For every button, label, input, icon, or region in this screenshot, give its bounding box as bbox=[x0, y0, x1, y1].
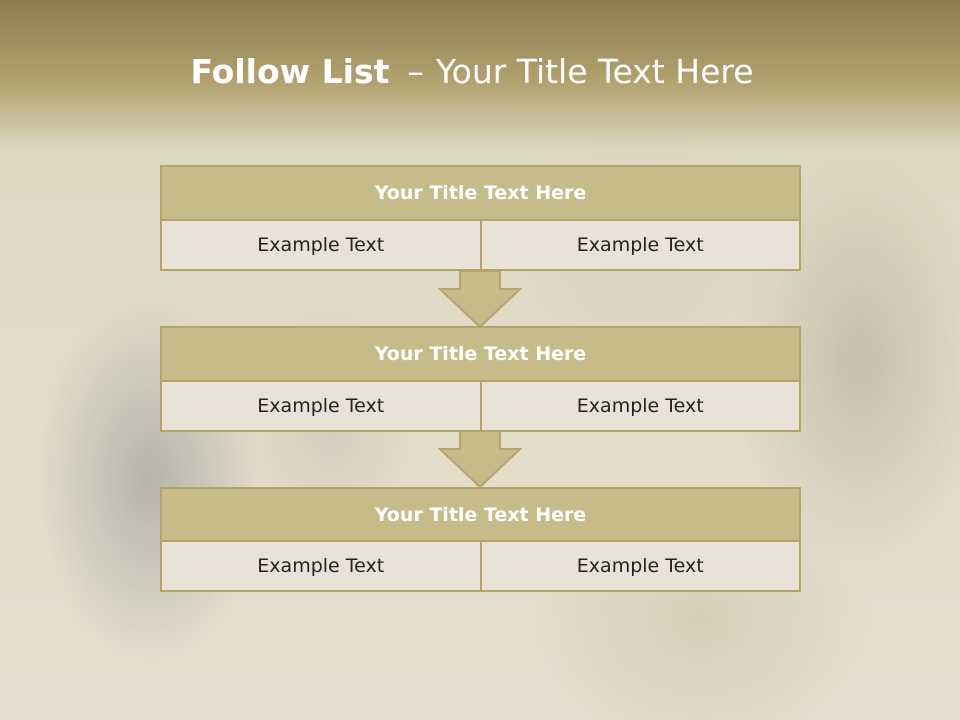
list-block-3: Your Title Text Here Example Text Exampl… bbox=[160, 487, 801, 592]
down-arrow-icon bbox=[438, 431, 522, 489]
list-block-2: Your Title Text Here Example Text Exampl… bbox=[160, 326, 801, 432]
block-cell-right: Example Text bbox=[479, 221, 800, 269]
block-row: Example Text Example Text bbox=[160, 221, 801, 271]
title-subtitle-part: Your Title Text Here bbox=[435, 52, 754, 91]
block-cell-right: Example Text bbox=[479, 542, 800, 590]
block-row: Example Text Example Text bbox=[160, 382, 801, 432]
down-arrow-icon bbox=[438, 271, 522, 329]
block-cell-left: Example Text bbox=[257, 555, 385, 577]
list-block-1: Your Title Text Here Example Text Exampl… bbox=[160, 165, 801, 271]
block-title: Your Title Text Here bbox=[160, 487, 801, 542]
block-cell-left: Example Text bbox=[257, 395, 385, 417]
block-cell-left: Example Text bbox=[257, 234, 385, 256]
block-row: Example Text Example Text bbox=[160, 542, 801, 592]
title-band bbox=[0, 0, 960, 150]
block-cell-right: Example Text bbox=[479, 382, 800, 430]
block-title: Your Title Text Here bbox=[160, 326, 801, 382]
slide-title: Follow List–Your Title Text Here bbox=[0, 52, 944, 91]
block-title: Your Title Text Here bbox=[160, 165, 801, 221]
title-bold-part: Follow List bbox=[190, 52, 390, 91]
title-dash: – bbox=[407, 52, 424, 91]
